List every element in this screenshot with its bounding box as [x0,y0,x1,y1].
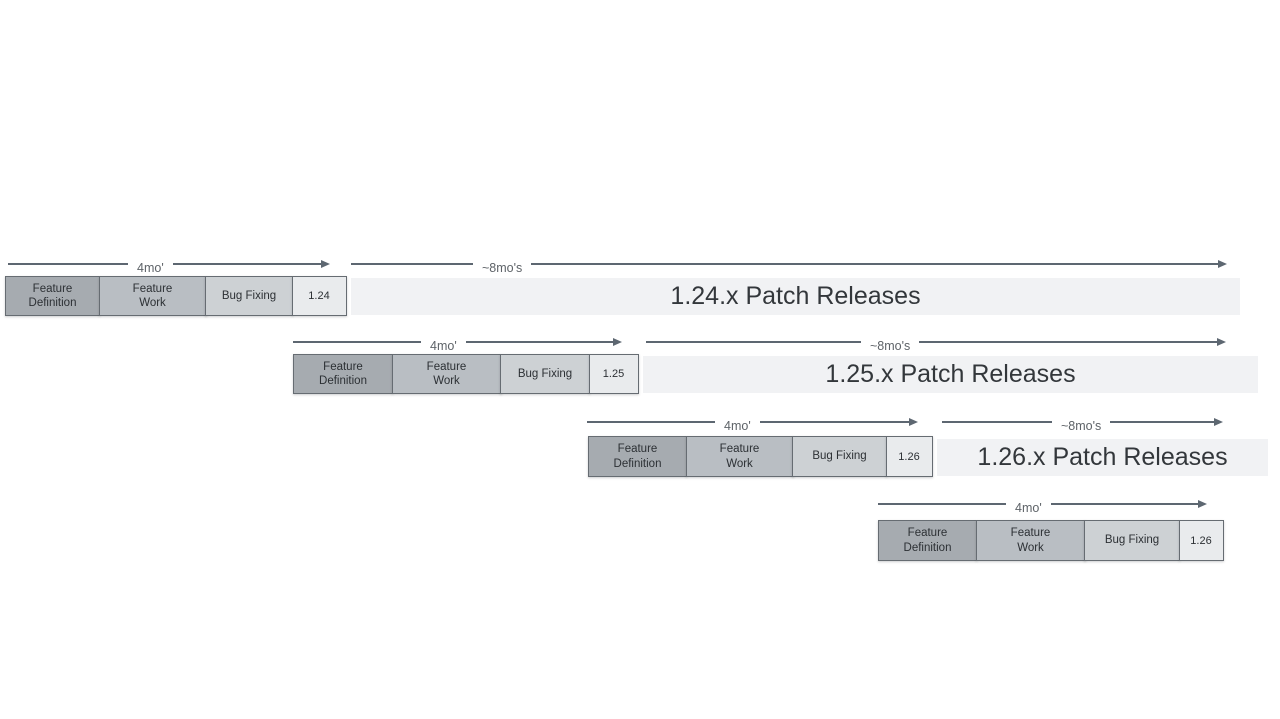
arrow-line [942,421,1052,423]
duration-label: ~8mo's [1061,419,1102,433]
phase-feature-work: Feature Work [685,436,794,477]
phase-duration-arrow: 4mo' [8,255,330,275]
patch-releases-label: 1.26.x Patch Releases [977,443,1228,471]
arrow-line [919,341,1218,343]
phase-label: Feature Work [132,282,173,309]
duration-label: 4mo' [430,339,457,353]
arrowhead-icon [1218,260,1227,268]
phase-label: Bug Fixing [517,367,573,380]
version-label: 1.24 [308,290,330,302]
version-box: 1.26 [1178,520,1224,561]
arrowhead-icon [1214,418,1223,426]
duration-label: ~8mo's [870,339,911,353]
patch-duration-arrow: ~8mo's [646,333,1226,353]
phase-label: Feature Definition [903,527,952,554]
patch-releases-bar: 1.26.x Patch Releases [937,439,1268,476]
arrowhead-icon [1198,500,1207,508]
phase-label: Feature Definition [28,282,77,309]
arrow-line [878,503,1006,505]
duration-label: 4mo' [724,419,751,433]
patch-releases-bar: 1.24.x Patch Releases [351,278,1240,315]
duration-label: 4mo' [137,261,164,275]
phase-label: Feature Work [719,443,760,470]
arrowhead-icon [321,260,330,268]
version-label: 1.25 [602,368,625,380]
arrowhead-icon [909,418,918,426]
phase-duration-arrow: 4mo' [293,333,622,353]
patch-duration-arrow: ~8mo's [942,413,1223,433]
phase-label: Feature Definition [319,360,367,387]
arrow-line [587,421,715,423]
phase-feature-work: Feature Work [391,354,502,394]
arrow-line [646,341,861,343]
phase-bug-fixing: Bug Fixing [500,354,590,394]
phase-label: Feature Definition [613,443,662,470]
patch-releases-bar: 1.25.x Patch Releases [643,356,1258,393]
version-label: 1.26 [1190,534,1212,547]
phase-feature-work: Feature Work [975,520,1086,561]
release-row: Feature Definition Feature Work Bug Fixi… [878,520,1224,561]
phase-label: Feature Work [1010,527,1051,554]
arrow-line [8,263,128,265]
arrow-line [351,263,473,265]
patch-releases-label: 1.24.x Patch Releases [670,282,921,310]
patch-releases-label: 1.25.x Patch Releases [825,360,1076,388]
arrow-line [465,341,614,343]
version-box: 1.26 [885,436,933,477]
phase-feature-definition: Feature Definition [293,354,393,394]
arrowhead-icon [613,338,622,346]
arrow-line [172,263,322,265]
release-row: Feature Definition Feature Work Bug Fixi… [588,436,933,477]
arrowhead-icon [1217,338,1226,346]
version-box: 1.24 [291,276,347,316]
phase-duration-arrow: 4mo' [878,495,1207,515]
phase-feature-definition: Feature Definition [588,436,687,477]
phase-label: Bug Fixing [221,289,277,302]
version-box: 1.25 [588,354,639,394]
arrow-line [293,341,421,343]
release-row: Feature Definition Feature Work Bug Fixi… [293,354,639,394]
phase-feature-definition: Feature Definition [878,520,977,561]
phase-label: Bug Fixing [812,450,867,463]
arrow-line [759,421,910,423]
phase-duration-arrow: 4mo' [587,413,918,433]
phase-feature-work: Feature Work [98,276,207,316]
phase-bug-fixing: Bug Fixing [1084,520,1180,561]
phase-label: Feature Work [426,360,467,387]
release-row: Feature Definition Feature Work Bug Fixi… [5,276,347,316]
duration-label: 4mo' [1015,501,1042,515]
phase-bug-fixing: Bug Fixing [792,436,887,477]
arrow-line [1050,503,1199,505]
duration-label: ~8mo's [482,261,523,275]
phase-bug-fixing: Bug Fixing [205,276,293,316]
phase-feature-definition: Feature Definition [5,276,100,316]
arrow-line [1110,421,1215,423]
patch-duration-arrow: ~8mo's [351,255,1227,275]
phase-label: Bug Fixing [1104,534,1160,547]
arrow-line [531,263,1219,265]
version-label: 1.26 [898,450,920,463]
